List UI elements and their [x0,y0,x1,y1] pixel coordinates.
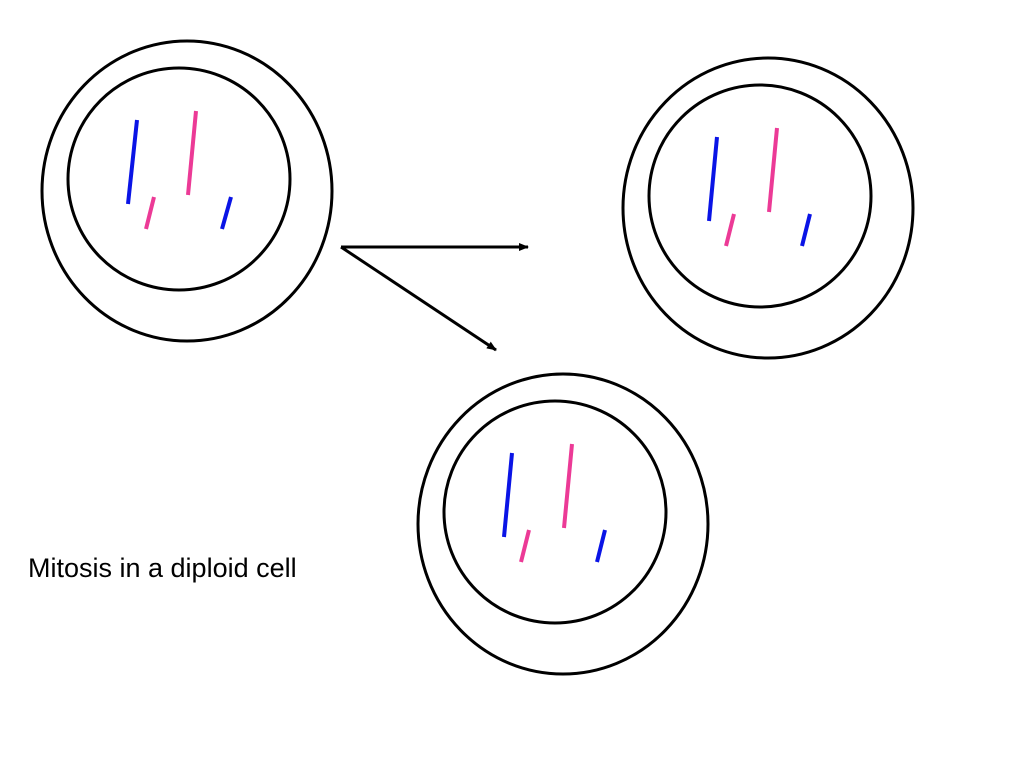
chromosome-pink-long [767,127,779,213]
chromosome-pink-short [519,529,531,563]
arrow-to-bottom-daughter [340,245,497,352]
chromosome-blue-short [220,196,233,230]
chromosome-pink-short [144,196,156,230]
cell-membrane [416,372,710,676]
chromosome-pink-long [562,443,574,529]
chromosome-blue-long [707,136,719,222]
chromosome-blue-short [595,529,607,563]
chromosome-blue-short [800,213,812,247]
nucleus [442,399,668,625]
daughter-cell-bottom [416,372,710,676]
cell-membrane [40,39,334,343]
diagram-caption: Mitosis in a diploid cell [28,553,297,583]
daughter-cell-right [621,56,915,360]
chromosome-blue-long [126,119,139,205]
cell-membrane [621,56,915,360]
nucleus [647,83,873,309]
chromosome-pink-short [724,213,736,247]
chromosome-blue-long [502,452,514,538]
parent-cell [40,39,334,343]
nucleus [66,66,292,292]
chromosome-pink-long [186,110,198,196]
